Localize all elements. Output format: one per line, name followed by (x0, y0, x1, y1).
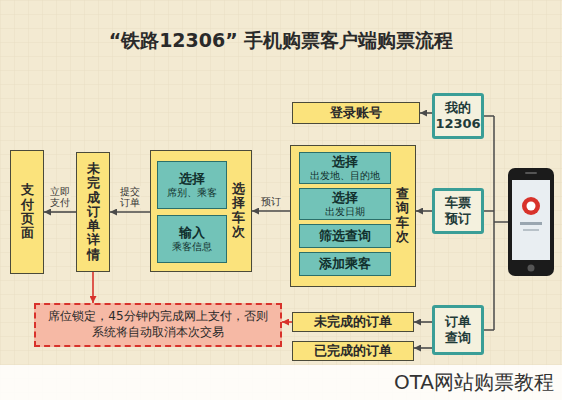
box-text: 未完成的订单 (314, 313, 392, 331)
phone-illustration (508, 168, 554, 276)
title: “铁路12306” 手机购票客户端购票流程 (0, 28, 562, 54)
flow-arrow (420, 112, 432, 114)
step-box: 添加乘客 (299, 252, 391, 276)
box-text: 输入 (179, 226, 205, 241)
step-box: 选择出发地、目的地 (299, 152, 391, 184)
flow-arrow (252, 210, 290, 212)
flow-arrow (414, 321, 432, 323)
edge-label: 立即支付 (49, 186, 71, 208)
flow-arrow (92, 272, 94, 303)
box-text: 选择 (332, 191, 358, 206)
caption-band (0, 365, 562, 400)
group-panel: 选择车次选择席别、乘客输入乘客信息 (150, 150, 252, 272)
flow-arrow (414, 347, 432, 349)
box-text: 支付页面 (21, 183, 34, 240)
step-box: 输入乘客信息 (157, 215, 227, 263)
flow-arrow (44, 211, 76, 213)
box-text: 筛选查询 (319, 229, 371, 244)
box-text: 我的12306 (435, 100, 480, 131)
menu-tab: 车票预订 (432, 188, 484, 234)
phone-wires (484, 116, 508, 330)
menu-tab: 订单查询 (432, 305, 484, 355)
box-text: 已完成的订单 (314, 342, 392, 360)
watermark: OTA网站购票教程 (394, 369, 554, 396)
group-panel: 查询车次选择出发地、目的地选择出发日期筛选查询添加乘客 (290, 145, 416, 287)
step-box: 选择席别、乘客 (157, 161, 227, 209)
box-text: 选择 (179, 172, 205, 187)
note-box: 席位锁定，45分钟内完成网上支付，否则系统将自动取消本次交易 (34, 303, 282, 347)
box-subtext: 乘客信息 (172, 241, 212, 253)
step-box: 筛选查询 (299, 224, 391, 248)
flow-arrow (416, 210, 432, 212)
box-subtext: 出发日期 (325, 206, 365, 218)
process-box: 未完成订单详情 (76, 152, 110, 272)
flow-arrow (282, 321, 292, 323)
box-text: 订单查询 (439, 314, 477, 345)
step-box: 选择出发日期 (299, 188, 391, 220)
box-subtext: 席别、乘客 (167, 187, 217, 199)
panel-heading: 选择车次 (232, 182, 245, 239)
edge-label: 提交订单 (119, 186, 141, 208)
box-text: 未完成订单详情 (87, 162, 100, 262)
box-text: 添加乘客 (319, 257, 371, 272)
menu-tab: 我的12306 (432, 93, 484, 139)
box-text: 席位锁定，45分钟内完成网上支付，否则系统将自动取消本次交易 (44, 309, 272, 340)
panel-heading: 查询车次 (396, 187, 409, 244)
box-text: 车票预订 (439, 195, 477, 226)
process-box: 支付页面 (10, 150, 44, 274)
box-subtext: 出发地、目的地 (310, 170, 380, 182)
process-box: 未完成的订单 (292, 312, 414, 332)
flow-arrow (110, 211, 150, 213)
process-box: 已完成的订单 (292, 341, 414, 361)
box-text: 登录账号 (330, 104, 382, 122)
edge-label: 预订 (260, 196, 282, 207)
box-text: 选择 (332, 155, 358, 170)
process-box: 登录账号 (292, 102, 420, 124)
